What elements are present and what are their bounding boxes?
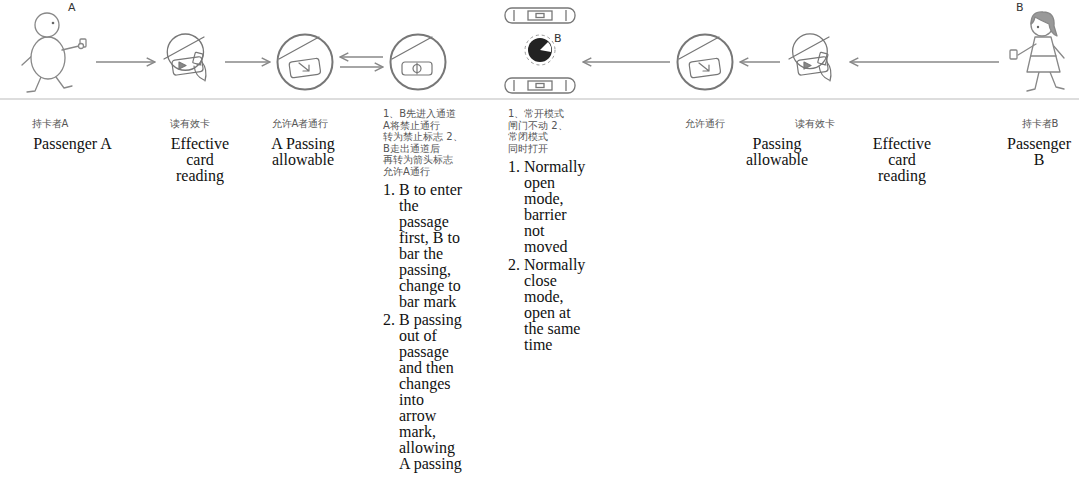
chinese-caption: 持卡者B: [1005, 118, 1075, 130]
passenger-figure: 持卡者APassenger A: [18, 8, 90, 96]
english-caption: Effective card reading: [865, 136, 939, 184]
icon-circle-outline: [278, 35, 333, 90]
english-caption: 2. Normally close mode, open at the same…: [508, 257, 586, 353]
chinese-caption: 1、常开模式 闸门不动 2、常闭模式 同时打开: [508, 108, 588, 154]
flow-arrow: [96, 61, 155, 62]
english-caption: Effective card reading: [163, 136, 237, 184]
icon-circle: [389, 33, 447, 91]
icon-circle-outline: [391, 35, 446, 90]
english-caption: Passenger B: [1003, 136, 1075, 168]
flow-arrow: [740, 61, 780, 62]
icon-circle-outline: [793, 34, 828, 69]
chinese-caption: 允许通行: [665, 118, 745, 130]
english-caption: Passenger A: [5, 136, 140, 152]
icon-circle-outline: [678, 35, 733, 90]
pass-allowed-icon: 允许A者通行A Passing allowable: [276, 33, 334, 91]
icon-circle: [276, 33, 334, 91]
chinese-caption: 读有效卡: [150, 118, 230, 130]
icon-circle: [161, 33, 219, 91]
callout-letter: B: [1016, 2, 1024, 13]
turnstile-gate: 1、常开模式 闸门不动 2、常闭模式 同时打开1. Normally open …: [503, 4, 577, 96]
english-caption: 1. Normally open mode, barrier not moved: [508, 159, 586, 255]
card-reader-icon: 读有效卡Effective card reading: [161, 33, 219, 91]
english-caption: A Passing allowable: [266, 136, 340, 168]
icon-circle-outline: [167, 34, 203, 70]
icon-circle: [676, 33, 734, 91]
chinese-caption: 1、B先进入通道 A将禁止通行 转为禁止标志 2、B走出通道后 再转为箭头标志 …: [383, 108, 463, 177]
passenger-figure: 持卡者BPassenger B: [1005, 4, 1071, 96]
chinese-caption: 允许A者通行: [260, 118, 340, 130]
bar-mark-icon: 1、B先进入通道 A将禁止通行 转为禁止标志 2、B走出通道后 再转为箭头标志 …: [389, 33, 447, 91]
english-caption: Passing allowable: [737, 136, 817, 168]
flow-arrow: [225, 61, 270, 62]
english-caption: 2. B passing out of passage and then cha…: [383, 312, 463, 472]
chinese-caption: 读有效卡: [775, 118, 855, 130]
flow-arrow: [850, 61, 999, 62]
flow-arrow: [583, 61, 670, 62]
card-reader-icon: 读有效卡Effective card reading: [786, 33, 844, 91]
chinese-caption: 持卡者A: [10, 118, 90, 130]
english-caption: 1. B to enter the passage first, B to ba…: [383, 182, 463, 310]
pass-allowed-icon: 允许通行Passing allowable: [676, 33, 734, 91]
flow-arrow: [340, 66, 383, 67]
callout-letter: B: [554, 33, 562, 44]
callout-letter: A: [68, 2, 76, 13]
flow-arrow: [340, 56, 383, 57]
icon-circle: [786, 33, 844, 91]
